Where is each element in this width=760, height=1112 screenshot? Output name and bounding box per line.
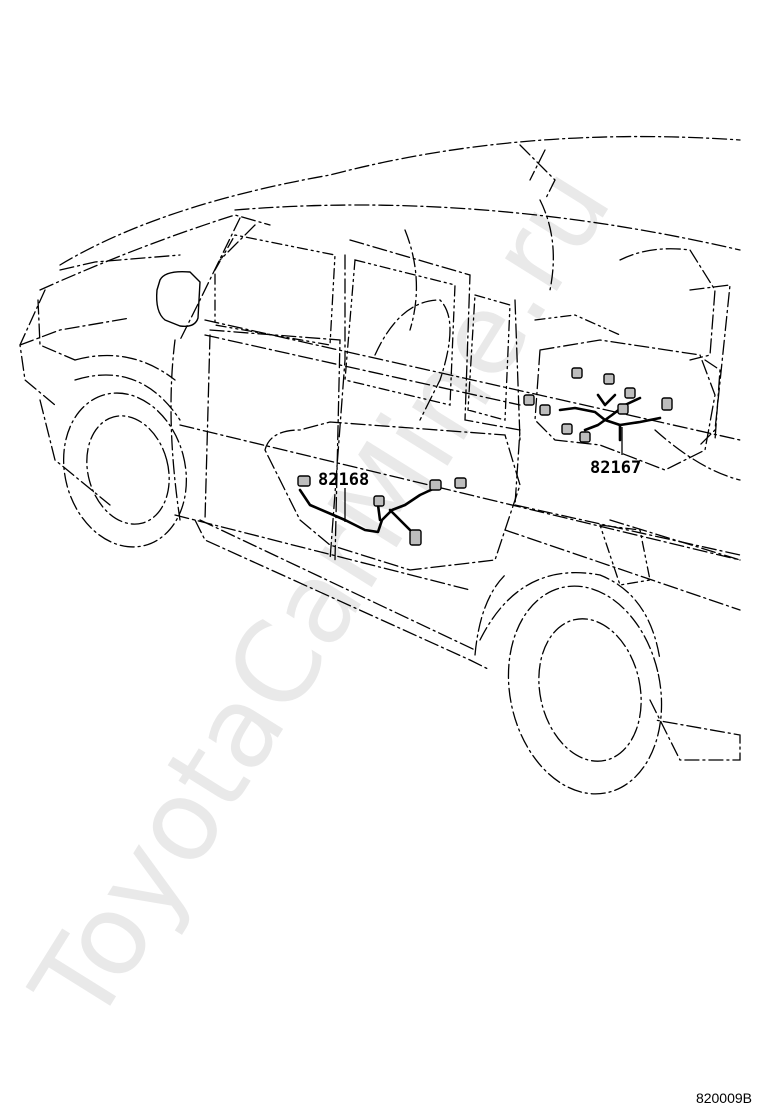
connector [539, 404, 551, 416]
connector [571, 367, 583, 379]
callout-82167: 82167 [590, 427, 641, 478]
connector [297, 475, 311, 487]
connector [454, 477, 467, 489]
part-number-label: 82167 [590, 458, 641, 478]
connector [409, 529, 422, 546]
watermark-text: ToyotaCarMine.ru [7, 146, 636, 1045]
connector [617, 403, 629, 415]
connector [561, 423, 573, 435]
rear-floor-trim-panel [534, 339, 716, 471]
wire-harness-82168 [297, 475, 467, 546]
connector [661, 397, 673, 411]
connector [429, 479, 442, 491]
connector [373, 495, 385, 507]
connector [624, 387, 636, 399]
callout-82168: 82168 [318, 470, 369, 522]
connector [523, 394, 535, 406]
connector [579, 431, 591, 443]
figure-code: 820009B [695, 1090, 752, 1106]
wire-harness-82167 [523, 367, 673, 443]
connector [603, 373, 615, 385]
part-number-label: 82168 [318, 470, 369, 490]
front-floor-trim-panel [264, 421, 521, 571]
vehicle-body-outline [19, 135, 741, 795]
